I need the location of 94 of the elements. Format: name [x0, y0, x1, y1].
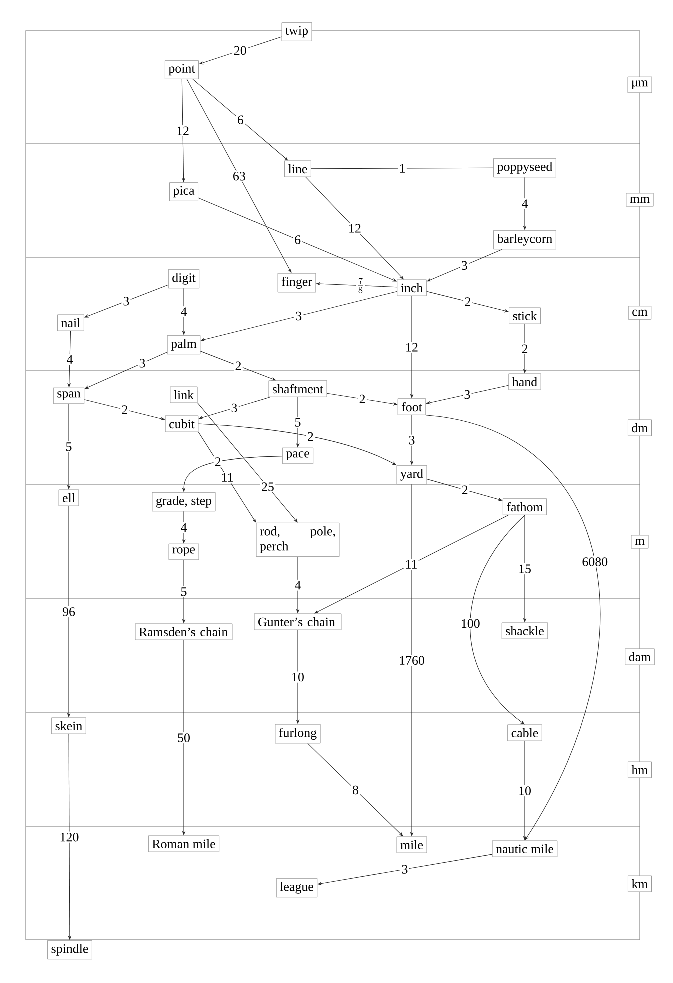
unit-name-box: grade, step: [152, 492, 216, 512]
edge-label: 15: [520, 564, 531, 574]
unit-name-box: Ramsden’s chain: [135, 624, 233, 640]
unit-name-box: league: [276, 878, 318, 898]
unit-name-box: ell: [58, 490, 80, 506]
edge-label: 3: [409, 436, 415, 445]
edge-label: 3: [464, 390, 470, 400]
edge-label: 50: [178, 734, 190, 742]
unit-name-box: pace: [282, 448, 314, 464]
edge-label: 4: [67, 355, 74, 364]
edge-label: 6: [295, 236, 301, 244]
arrow: [198, 402, 298, 523]
edge-label: 4: [295, 581, 302, 590]
unit-name-box: digit: [168, 269, 200, 289]
edge-label: 3: [124, 297, 130, 306]
unit-name-box: hand: [508, 374, 542, 390]
edge-label: 5: [66, 442, 72, 452]
unit-box: cm: [628, 306, 652, 320]
unit-name-box: line: [284, 160, 312, 178]
edge-label: 1760: [400, 656, 424, 666]
edge-label: 10: [520, 786, 531, 796]
unit-name-box: poppyseed: [494, 158, 556, 178]
unit-box: dam: [625, 648, 655, 666]
edge-label: 3: [462, 261, 468, 270]
unit-name-box: palm: [167, 335, 201, 355]
unit-name-box: skein: [52, 718, 86, 734]
edge-label: 3: [296, 312, 302, 321]
unit-name-box: nail: [58, 314, 84, 332]
edge-label: 4: [181, 308, 188, 316]
edge-label: 3: [232, 404, 238, 413]
unit-name-box: Roman mile: [148, 836, 220, 852]
edge-label: 10: [292, 672, 304, 682]
edge-label: 12: [178, 126, 189, 136]
unit-box: hm: [628, 762, 652, 778]
unit-name-box: fathom: [502, 498, 548, 516]
arrow: [470, 515, 526, 725]
edge-label: 2: [215, 458, 221, 466]
edge-label: 8: [352, 786, 358, 795]
edge-label: 25: [262, 482, 274, 492]
unit-name-box: Gunter’s chain: [254, 614, 342, 630]
unit-box: m: [631, 535, 649, 549]
unit-name-box: spindle: [48, 940, 92, 960]
edge-label: $\frac{7}{8}$: [358, 278, 363, 294]
unit-name-box: rod, pole, perch: [256, 522, 340, 558]
unit-box: μm: [628, 76, 652, 94]
edge-label: 2: [236, 362, 242, 370]
edge-label: 2: [308, 432, 314, 441]
edge-label: 6: [238, 116, 244, 124]
edge-label: 20: [234, 46, 246, 56]
edge-label: 2: [360, 394, 366, 404]
unit-name-box: stick: [509, 308, 541, 324]
unit-name-box: shaftment: [268, 380, 328, 398]
unit-name-box: point: [164, 60, 200, 80]
unit-name-box: shackle: [502, 622, 548, 640]
unit-name-box: cubit: [165, 416, 199, 432]
edge-label: 5: [296, 418, 301, 427]
edge-label: 2: [465, 298, 470, 306]
unit-name-box: pica: [169, 182, 199, 202]
unit-box: mm: [626, 193, 654, 207]
edge-label: 2: [122, 406, 128, 414]
edge-label: 2: [522, 344, 528, 354]
unit-name-box: nautic mile: [492, 840, 558, 858]
unit-name-box: span: [53, 388, 85, 404]
arrow: [198, 432, 256, 523]
unit-name-box: link: [170, 386, 198, 404]
edge-label: 11: [222, 473, 233, 482]
edge-label: 6080: [582, 558, 608, 566]
edge-label: 120: [60, 832, 79, 842]
edge-label: 1: [400, 164, 405, 173]
unit-name-box: rope: [168, 544, 200, 560]
unit-name-box: finger: [278, 273, 316, 293]
edge-label: 2: [462, 486, 468, 494]
edge-label: 4: [181, 523, 188, 532]
edge-label: 4: [522, 200, 528, 208]
edge-label: 100: [462, 619, 480, 628]
edge-label: 12: [406, 343, 418, 352]
unit-name-box: yard: [396, 465, 428, 485]
edge-label: 96: [62, 608, 76, 616]
edge-label: 12: [350, 224, 361, 233]
unit-name-box: twip: [282, 22, 312, 42]
unit-box: dm: [628, 420, 652, 436]
arrow: [199, 36, 282, 65]
unit-name-box: furlong: [275, 724, 321, 744]
edge-label: 5: [182, 588, 187, 596]
unit-name-box: foot: [398, 398, 426, 416]
edge-label: 3: [140, 359, 146, 368]
edge-label: 63: [234, 172, 246, 181]
unit-box: km: [628, 876, 652, 892]
edge-label: 3: [402, 865, 408, 874]
unit-name-box: inch: [397, 280, 427, 296]
unit-name-box: cable: [508, 724, 542, 742]
edge-label: 11: [406, 560, 417, 569]
unit-name-box: mile: [396, 836, 428, 854]
unit-name-box: barleycorn: [494, 230, 556, 250]
